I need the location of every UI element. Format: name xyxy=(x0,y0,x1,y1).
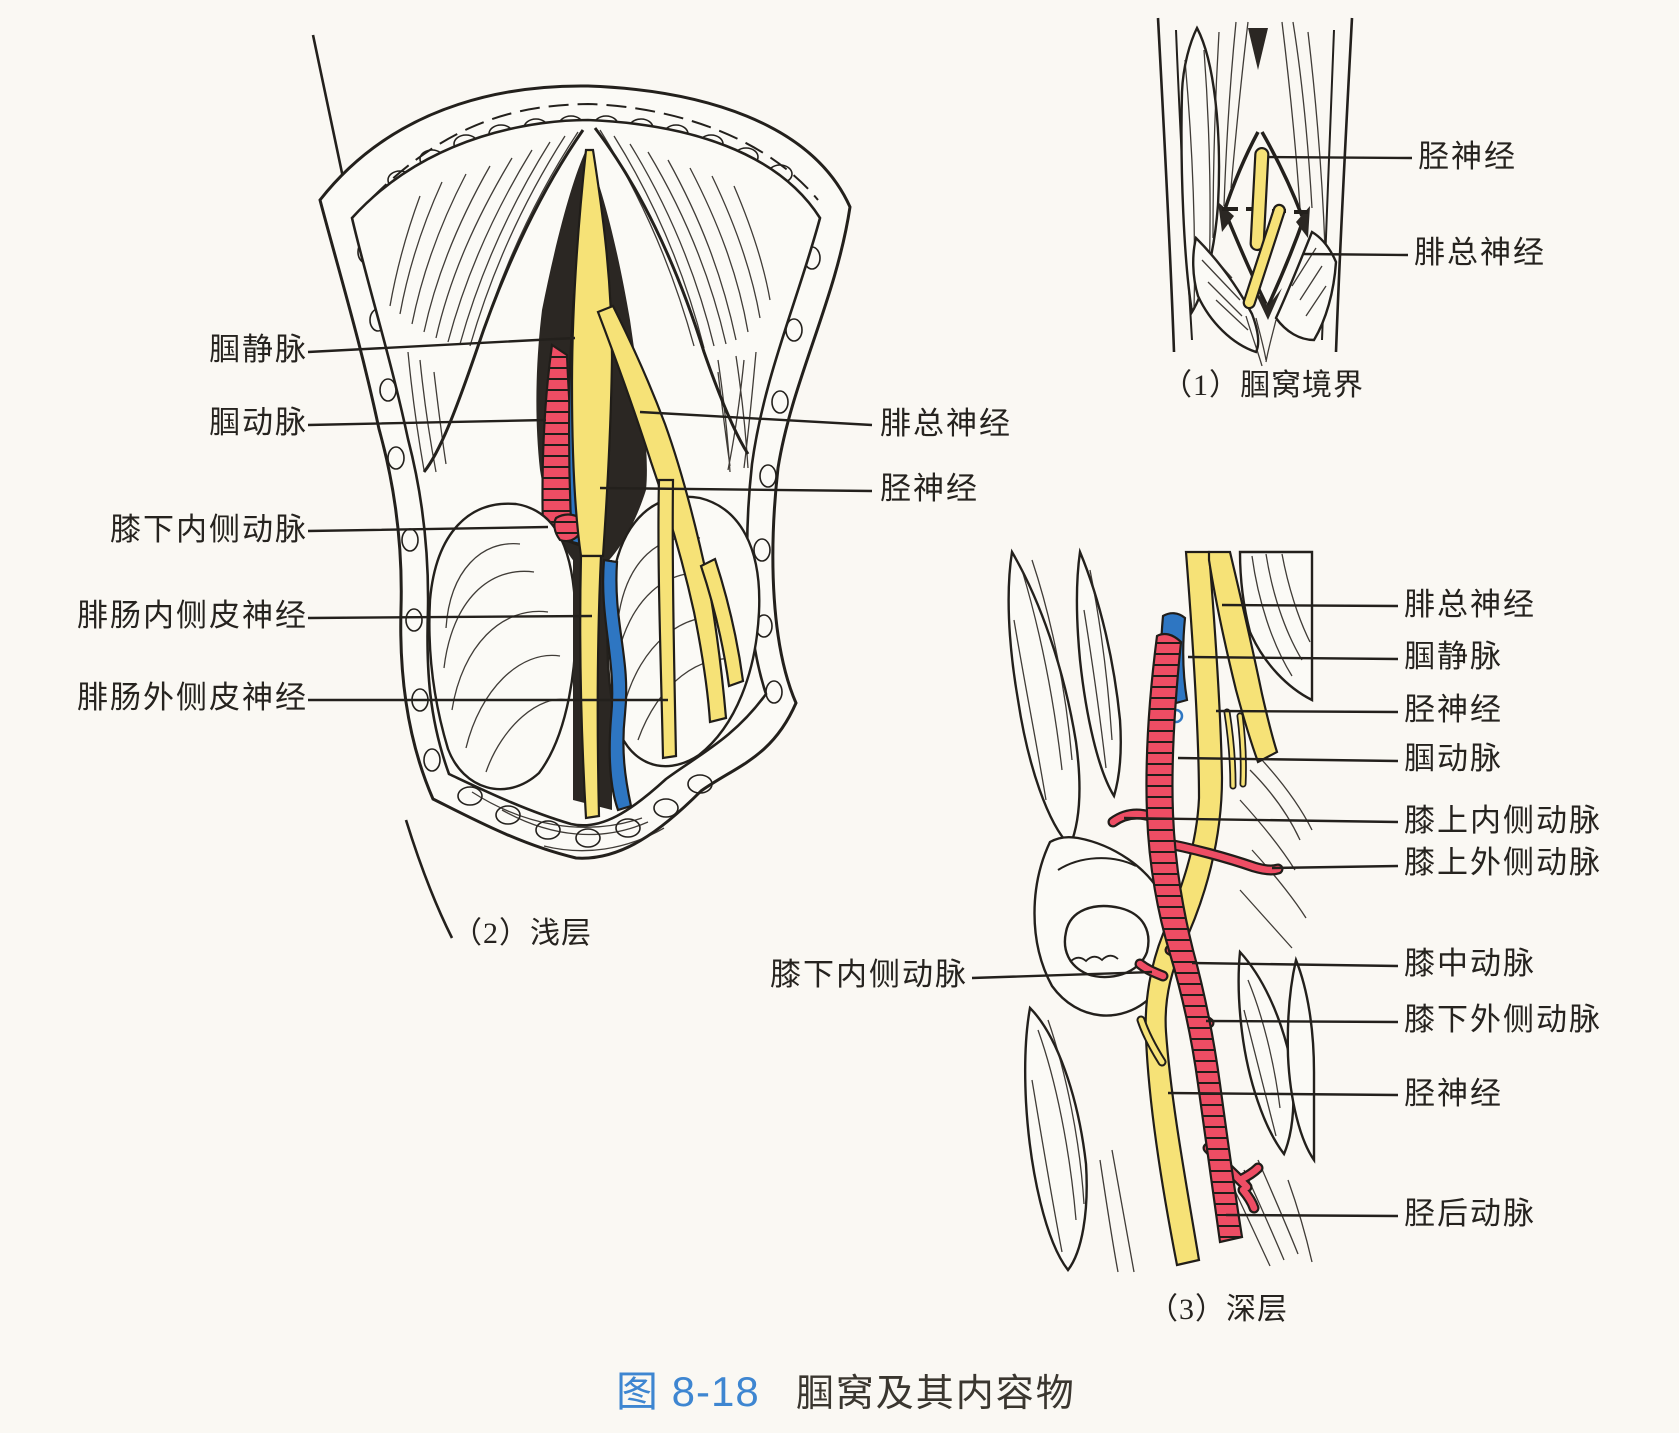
label-popliteal-vein-deep: 腘静脉 xyxy=(1404,639,1503,674)
label-popliteal-artery: 腘动脉 xyxy=(209,405,308,440)
leader-lines xyxy=(307,155,1413,1218)
tibial-nerve-stick xyxy=(1249,146,1270,252)
common-peroneal-nerve-stick xyxy=(1242,203,1286,310)
label-common-peroneal-nerve-deep: 腓总神经 xyxy=(1404,587,1536,622)
caption-boundary: （1）腘窝境界 xyxy=(1162,369,1364,402)
label-middle-genicular-artery: 膝中动脉 xyxy=(1404,946,1536,981)
figure-number: 图 8-18 xyxy=(616,1368,760,1415)
label-common-peroneal-nerve-superficial: 腓总神经 xyxy=(880,406,1012,441)
label-medial-sural-cutaneous-nerve: 腓肠内侧皮神经 xyxy=(77,598,308,633)
label-lateral-superior-genicular-artery: 膝上外侧动脉 xyxy=(1404,845,1602,880)
panel-superficial-drawing xyxy=(311,34,852,939)
figure-title: 腘窝及其内容物 xyxy=(795,1373,1076,1415)
label-medial-inferior-genicular-artery: 膝下内侧动脉 xyxy=(110,512,308,547)
tibial-nerve-shape xyxy=(570,148,614,558)
label-popliteal-artery-deep: 腘动脉 xyxy=(1404,741,1503,776)
label-posterior-tibial-artery: 胫后动脉 xyxy=(1404,1196,1536,1231)
label-tibial-nerve-superficial: 胫神经 xyxy=(880,471,979,506)
label-tibial-nerve-boundary: 胫神经 xyxy=(1418,139,1517,174)
label-common-peroneal-nerve-boundary: 腓总神经 xyxy=(1414,235,1546,270)
common-peroneal-nerve-shape xyxy=(596,304,728,724)
panel-boundary-drawing xyxy=(1156,17,1354,367)
label-medial-inferior-genicular-artery-deep: 膝下内侧动脉 xyxy=(770,957,968,992)
label-tibial-nerve-deep-lower: 胫神经 xyxy=(1404,1076,1503,1111)
label-popliteal-vein: 腘静脉 xyxy=(209,332,308,367)
small-saphenous-vein-shape xyxy=(602,558,633,812)
label-medial-superior-genicular-artery: 膝上内侧动脉 xyxy=(1404,803,1602,838)
caption-superficial: （2）浅层 xyxy=(452,917,592,950)
label-lateral-inferior-genicular-artery: 膝下外侧动脉 xyxy=(1404,1002,1602,1037)
panel-deep-drawing xyxy=(1007,547,1316,1273)
medial-sural-cutaneous-nerve-shape xyxy=(579,554,603,820)
lateral-sural-cutaneous-nerve-shape xyxy=(657,478,678,760)
knee-joint-capsule xyxy=(1033,836,1174,1017)
label-lateral-sural-cutaneous-nerve: 腓肠外侧皮神经 xyxy=(77,680,308,715)
deep-popliteal-artery-shape xyxy=(1145,632,1244,1244)
caption-deep: （3）深层 xyxy=(1148,1293,1288,1326)
label-tibial-nerve-deep-upper: 胫神经 xyxy=(1404,692,1503,727)
gastrocnemius-medial-head xyxy=(428,502,577,791)
figure-caption: 图 8-18 腘窝及其内容物 xyxy=(616,1358,1076,1419)
